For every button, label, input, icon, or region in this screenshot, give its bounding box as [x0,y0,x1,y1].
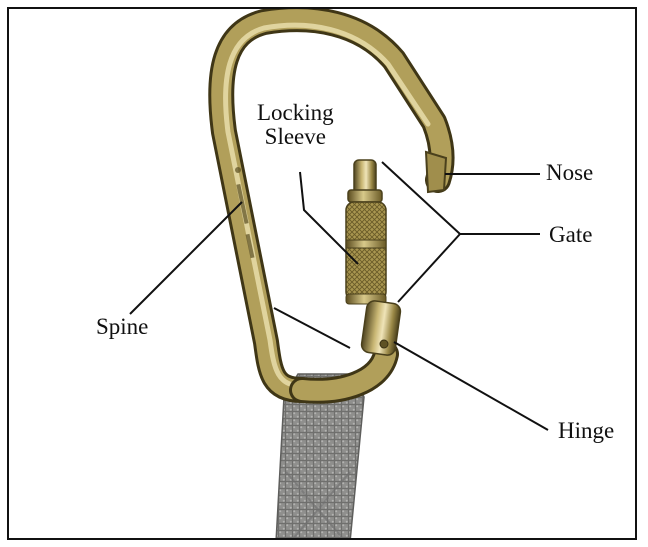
carabiner-body [221,19,446,391]
hinge-leader-right [394,342,548,430]
locking-sleeve [346,202,386,304]
carabiner-illustration [9,9,637,540]
gate-label: Gate [549,223,592,247]
locking-sleeve-label-line2: Sleeve [257,125,334,149]
locking-sleeve-label: Locking Sleeve [257,101,334,149]
locking-sleeve-label-line1: Locking [257,101,334,125]
spine-label: Spine [96,315,148,339]
diagram-frame: Locking Sleeve Nose Gate Spine Hinge [7,7,637,540]
gate-leader-lower [398,234,460,302]
gate-leader-upper [382,162,540,234]
spine-leader [130,202,242,314]
hinge-label: Hinge [558,419,614,443]
nose-label: Nose [546,161,593,185]
hinge-leader-left [274,308,350,348]
gate [346,160,401,356]
